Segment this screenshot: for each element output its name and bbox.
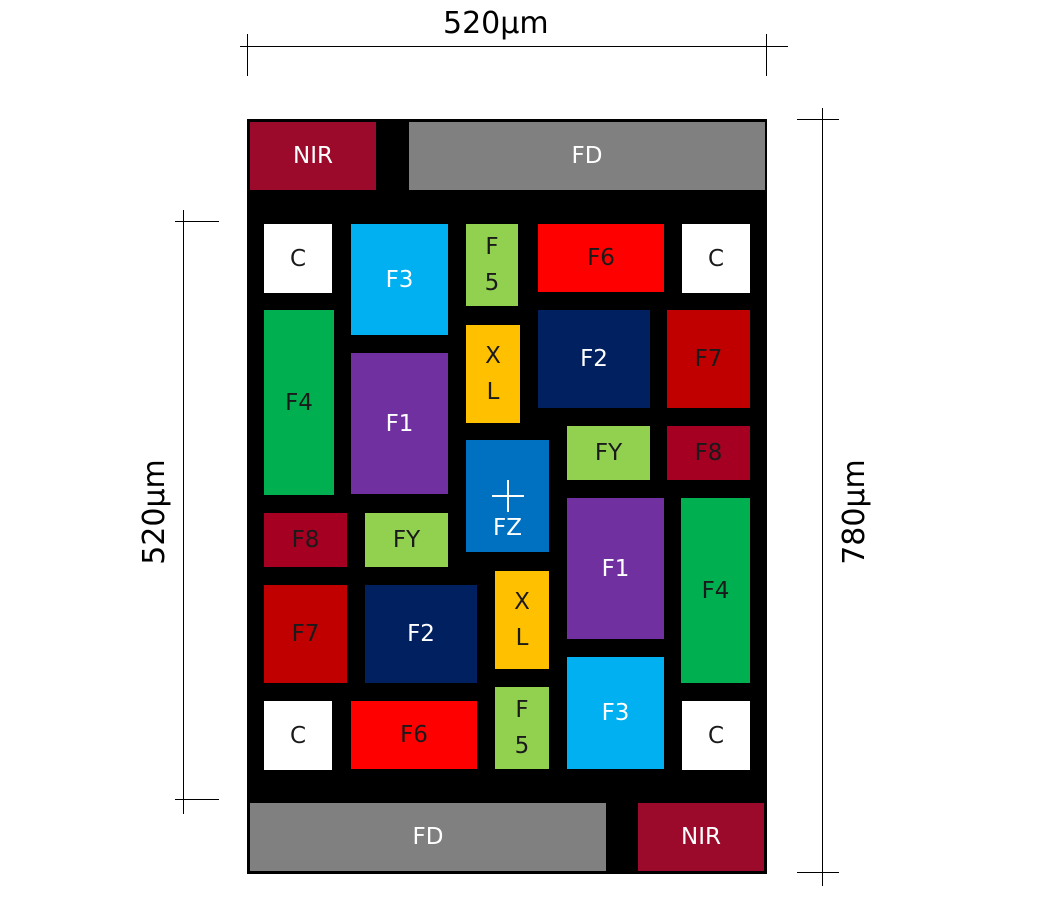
- top-dimension-label: 520µm: [443, 6, 549, 41]
- block-f1-right: F1: [567, 498, 664, 639]
- block-label: F6: [400, 722, 428, 748]
- block-nir-top: NIR: [250, 122, 376, 190]
- block-label: C: [707, 245, 725, 272]
- right-dimension-tick-bottom: [797, 872, 839, 873]
- block-fd-bottom: FD: [250, 803, 606, 871]
- block-c-top-left: C: [264, 224, 332, 293]
- right-dimension-line: [822, 108, 823, 886]
- block-f7-left: F7: [264, 585, 347, 683]
- block-f8-left: F8: [264, 513, 347, 567]
- block-label: F7: [291, 621, 320, 647]
- block-f2-top: F2: [538, 310, 650, 408]
- block-f1-left: F1: [351, 353, 448, 494]
- block-label: F3: [385, 266, 414, 293]
- block-label: F3: [601, 700, 630, 726]
- block-label: F4: [701, 577, 730, 604]
- top-dimension-tick-left: [247, 34, 248, 76]
- block-fz-center: FZ: [466, 440, 549, 552]
- block-label: X L: [485, 343, 501, 405]
- block-label: C: [289, 722, 307, 749]
- block-label: FY: [392, 527, 421, 553]
- block-f2-bottom: F2: [365, 585, 477, 683]
- block-label: F 5: [514, 697, 530, 759]
- block-fy-left: FY: [365, 513, 448, 567]
- block-label: F1: [385, 410, 414, 437]
- block-f7-top: F7: [667, 310, 750, 408]
- top-dimension-line: [240, 46, 788, 47]
- block-label: F 5: [484, 234, 500, 296]
- block-f6-bottom: F6: [351, 701, 477, 769]
- block-f8-top: F8: [667, 426, 750, 480]
- top-dimension-tick-right: [766, 34, 767, 76]
- block-xl-top: X L: [466, 325, 520, 423]
- block-label: F4: [285, 389, 313, 416]
- block-f4-left: F4: [264, 310, 334, 495]
- block-fd-top: FD: [409, 122, 765, 190]
- block-label: F8: [291, 527, 320, 553]
- center-crosshair-vertical: [507, 480, 509, 512]
- block-label: NIR: [681, 824, 721, 850]
- block-label: NIR: [293, 143, 333, 169]
- block-label: F1: [601, 555, 630, 582]
- right-dimension-tick-top: [797, 119, 839, 120]
- right-dimension-label: 780µm: [837, 459, 872, 565]
- block-label: C: [289, 245, 307, 272]
- block-f5-bottom: F 5: [495, 687, 549, 769]
- block-label: F2: [407, 621, 435, 647]
- block-label: F8: [694, 440, 723, 466]
- block-label: C: [707, 722, 725, 749]
- block-f5-top: F 5: [466, 224, 518, 306]
- block-c-bottom-right: C: [682, 701, 750, 770]
- block-label: FD: [412, 824, 444, 850]
- block-nir-bottom: NIR: [638, 803, 764, 871]
- left-dimension-label: 520µm: [137, 459, 172, 565]
- block-f4-right: F4: [681, 498, 750, 683]
- left-dimension-tick-bottom: [175, 799, 219, 800]
- block-label: FY: [594, 440, 623, 466]
- block-fy-top: FY: [567, 426, 650, 480]
- block-label: F6: [587, 245, 615, 271]
- block-c-top-right: C: [682, 224, 750, 293]
- block-c-bottom-left: C: [264, 701, 332, 770]
- block-f3-bottom: F3: [567, 657, 664, 769]
- chip-layout: NIR FD C F3 F 5 F6 C F4 X L F2 F7 F1 FY …: [247, 119, 767, 874]
- block-label: FZ: [493, 515, 522, 541]
- block-label: X L: [514, 589, 530, 651]
- block-f3-top: F3: [351, 224, 448, 335]
- left-dimension-tick-top: [175, 221, 219, 222]
- block-xl-bottom: X L: [495, 571, 549, 669]
- block-label: FD: [571, 143, 603, 169]
- block-label: F2: [580, 346, 608, 372]
- left-dimension-line: [183, 210, 184, 814]
- block-label: F7: [694, 346, 723, 372]
- block-f6-top: F6: [538, 224, 664, 292]
